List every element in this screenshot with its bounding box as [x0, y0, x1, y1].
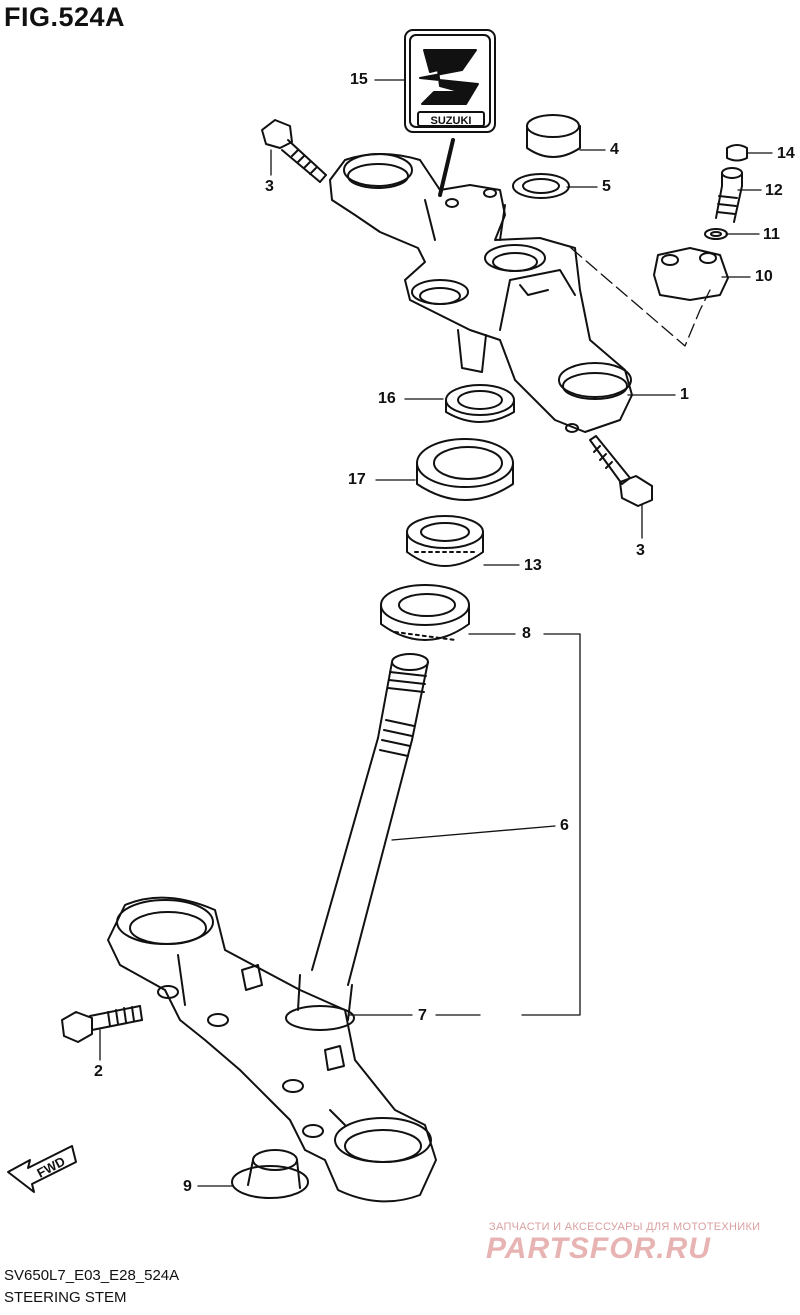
figure-title: FIG.524A — [4, 2, 126, 32]
callout-6: 6 — [560, 817, 569, 834]
callout-1: 1 — [680, 386, 689, 403]
callout-14: 14 — [777, 145, 795, 162]
cap-9 — [231, 1149, 309, 1199]
steering-stem — [285, 653, 429, 1031]
callout-8: 8 — [522, 625, 531, 642]
bearing-17 — [406, 515, 484, 567]
leader-lines — [99, 79, 773, 1187]
callout-2: 2 — [94, 1063, 103, 1080]
lower-bracket — [107, 896, 437, 1203]
callout-17: 13 — [524, 557, 542, 574]
callout-7: 7 — [418, 1007, 427, 1024]
callout-12: 11 — [763, 226, 780, 243]
callout-9: 9 — [183, 1178, 192, 1195]
bolt-2 — [61, 1005, 143, 1043]
fwd-label: FWD — [34, 1154, 67, 1181]
nut-15 — [445, 384, 515, 423]
washer-5 — [512, 173, 570, 199]
washer-12 — [704, 228, 728, 240]
callout-10: 10 — [755, 268, 773, 285]
fwd-arrow-icon — [7, 1145, 77, 1193]
callout-15: 16 — [378, 390, 396, 407]
callout-3-lower: 3 — [636, 542, 645, 559]
bolt-13 — [715, 167, 743, 223]
watermark-tagline: ЗАПЧАСТИ И АКСЕССУАРЫ ДЛЯ МОТОТЕХНИКИ — [489, 1221, 761, 1233]
bearing-8 — [380, 584, 470, 641]
callout-13: 12 — [765, 182, 783, 199]
cap-14 — [726, 144, 748, 162]
emblem-text: SUZUKI — [431, 115, 472, 127]
callout-3-upper: 3 — [265, 178, 274, 195]
cap-4 — [526, 114, 581, 158]
figure-code: SV650L7_E03_E28_524A — [4, 1267, 180, 1284]
watermark-brand: PARTSFOR.RU — [486, 1232, 711, 1265]
upper-bracket — [329, 153, 633, 433]
callout-5: 5 — [602, 178, 611, 195]
bolt-3-upper — [261, 119, 327, 183]
seal-16 — [416, 438, 514, 501]
assembly-name: STEERING STEM — [4, 1289, 127, 1306]
bolt-3-lower — [589, 435, 653, 507]
callout-16: 17 — [348, 471, 366, 488]
callout-4: 4 — [610, 141, 619, 158]
callout-11: 15 — [350, 71, 368, 88]
holder-10 — [653, 247, 729, 301]
suzuki-emblem — [404, 29, 496, 133]
